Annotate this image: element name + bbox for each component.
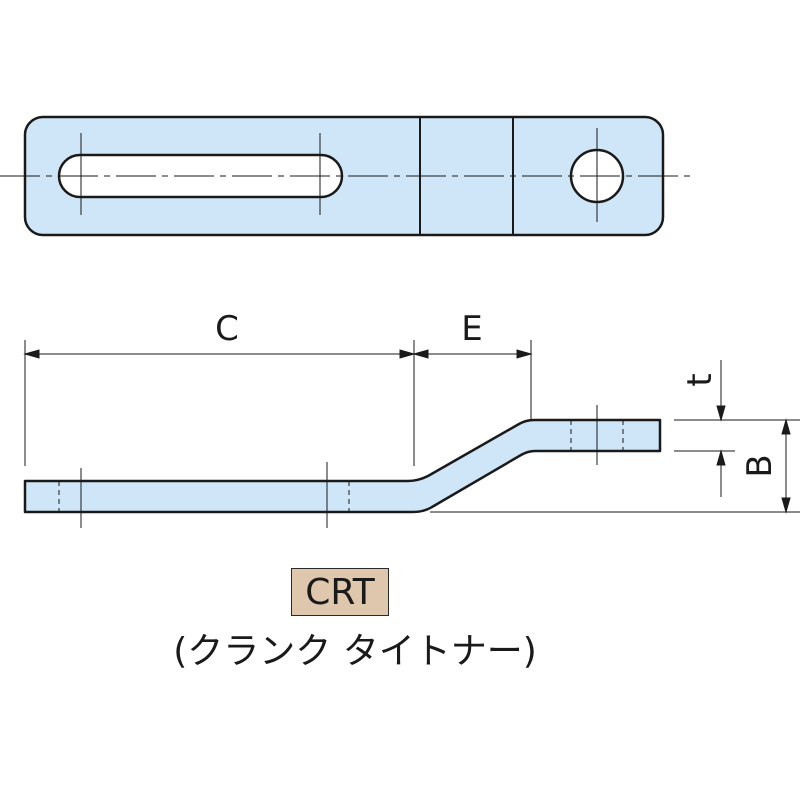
model-code-badge: CRT <box>291 568 389 616</box>
product-name: (クランク タイトナー) <box>173 631 537 672</box>
dimensions <box>23 340 800 514</box>
label-t: t <box>680 373 720 386</box>
label-e: E <box>461 309 482 349</box>
arrow-c-left <box>23 349 40 359</box>
side-view <box>23 405 662 528</box>
crank-profile <box>23 418 662 514</box>
arrow-t-down <box>716 405 726 422</box>
arrow-e-left <box>412 349 429 359</box>
arrow-e-right <box>516 349 533 359</box>
model-code: CRT <box>305 571 375 613</box>
label-c: C <box>215 309 239 349</box>
label-b: B <box>740 454 780 477</box>
arrow-t-up <box>716 449 726 466</box>
arrow-b-up <box>781 418 791 435</box>
arrow-b-down <box>781 497 791 514</box>
arrow-c-right <box>399 349 416 359</box>
top-view <box>0 115 690 237</box>
